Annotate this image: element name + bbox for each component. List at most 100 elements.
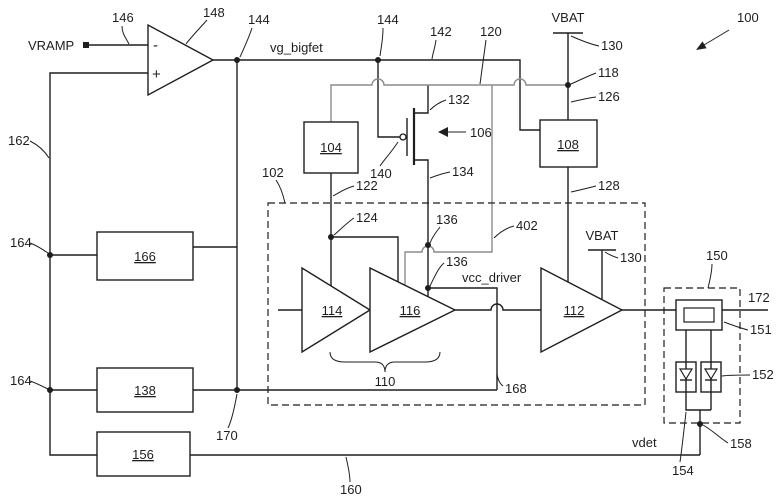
ref-172: 172 <box>748 290 770 305</box>
arrow-100-shaft <box>703 29 730 46</box>
ref-136-vcc: 136 <box>446 254 468 269</box>
block-156 <box>96 431 191 477</box>
wire-120 <box>330 78 568 122</box>
leader-148 <box>185 19 208 45</box>
block-166 <box>96 231 194 281</box>
ref-100: 100 <box>737 10 759 25</box>
leader-150 <box>707 263 713 289</box>
leader-402 <box>493 225 515 239</box>
module-150-outline <box>663 287 741 424</box>
junction-118 <box>565 82 571 88</box>
junction-dots <box>47 57 703 427</box>
ref-168: 168 <box>505 381 527 396</box>
junction-158 <box>697 421 703 427</box>
leader-134 <box>429 171 451 179</box>
amplifier-114 <box>301 266 372 354</box>
ref-151: 151 <box>750 322 772 337</box>
ref-144-node: 144 <box>377 12 399 27</box>
leader-122 <box>332 185 355 197</box>
leader-124 <box>333 217 355 236</box>
leader-164-lower <box>29 380 49 390</box>
leader-130-supply <box>570 35 600 47</box>
ref-106: 106 <box>470 125 492 140</box>
diode-right-icon <box>703 368 719 381</box>
block-108-label: 108 <box>557 137 579 152</box>
wire-140-gate <box>377 60 400 138</box>
arrow-106-head-icon <box>438 127 448 137</box>
ref-122: 122 <box>356 178 378 193</box>
block-156-label: 156 <box>132 447 154 462</box>
block-104 <box>303 121 359 174</box>
leader-140 <box>379 141 399 167</box>
ref-164-upper: 164 <box>10 235 32 250</box>
wires <box>49 32 768 456</box>
leader-162 <box>29 140 50 159</box>
ref-132: 132 <box>448 92 470 107</box>
block-108 <box>539 119 598 168</box>
wire-vg-bigfet-142 <box>213 59 540 131</box>
leader-120 <box>479 39 487 85</box>
arrow-100-head-icon <box>696 41 707 50</box>
ref-142: 142 <box>430 24 452 39</box>
signal-vbat-supply: VBAT <box>552 10 585 25</box>
ref-128: 128 <box>598 178 620 193</box>
leader-158 <box>702 424 729 444</box>
wire-134-drain <box>414 159 429 297</box>
amplifier-116 <box>369 266 457 354</box>
leader-152 <box>721 374 751 377</box>
wire-151-left-diode <box>685 330 711 411</box>
amplifier-116-label: 116 <box>400 303 421 318</box>
signal-vcc-driver: vcc_driver <box>462 270 522 285</box>
leader-lines <box>29 19 751 483</box>
block-138 <box>96 367 194 413</box>
ref-162: 162 <box>8 133 30 148</box>
pmos-gate-bubble <box>399 133 407 141</box>
leader-144-node <box>379 27 384 57</box>
leader-128 <box>570 185 597 193</box>
ref-102: 102 <box>262 165 284 180</box>
leader-151 <box>723 321 749 331</box>
ref-146: 146 <box>112 10 134 25</box>
wire-162-left-rail <box>49 72 148 456</box>
ref-158: 158 <box>730 436 752 451</box>
leader-132 <box>429 99 447 111</box>
junction-164-lower <box>47 387 53 393</box>
wire-vcc-driver <box>428 287 498 390</box>
ref-150: 150 <box>706 248 728 263</box>
amplifier-112-label: 112 <box>564 303 585 318</box>
ref-134: 134 <box>452 164 474 179</box>
leader-126 <box>570 96 597 103</box>
leader-102 <box>275 179 286 204</box>
leader-136-vcc <box>429 262 445 287</box>
ref-164-lower: 164 <box>10 373 32 388</box>
ref-110: 110 <box>375 374 396 389</box>
amplifier-114-label: 114 <box>322 303 343 318</box>
coupler-151-inner <box>683 307 715 323</box>
leader-164-upper <box>29 242 49 254</box>
ref-136-upper: 136 <box>436 212 458 227</box>
ref-140: 140 <box>370 166 392 181</box>
ref-124: 124 <box>356 210 378 225</box>
leader-144-output <box>239 27 253 58</box>
block-166-label: 166 <box>134 249 156 264</box>
ref-144-output: 144 <box>248 12 270 27</box>
amplifier-112 <box>540 266 624 354</box>
junction-124 <box>328 234 334 240</box>
leader-168 <box>496 373 504 387</box>
ref-130-driver: 130 <box>620 250 642 265</box>
signal-vbat-driver: VBAT <box>586 228 619 243</box>
junction-136-upper <box>425 242 431 248</box>
junction-136-vcc <box>425 285 431 291</box>
ref-126: 126 <box>598 89 620 104</box>
leader-130-driver <box>604 251 619 259</box>
ref-118: 118 <box>598 65 619 80</box>
ref-154: 154 <box>672 463 694 478</box>
wire-116-to-112 <box>455 303 541 311</box>
leader-160 <box>345 456 351 483</box>
leader-170 <box>227 393 238 429</box>
leader-146 <box>121 25 130 45</box>
signal-vg-bigfet: vg_bigfet <box>270 40 323 55</box>
module-102-outline <box>267 202 646 406</box>
wire-132-source <box>414 85 429 114</box>
block-104-label: 104 <box>320 140 342 155</box>
